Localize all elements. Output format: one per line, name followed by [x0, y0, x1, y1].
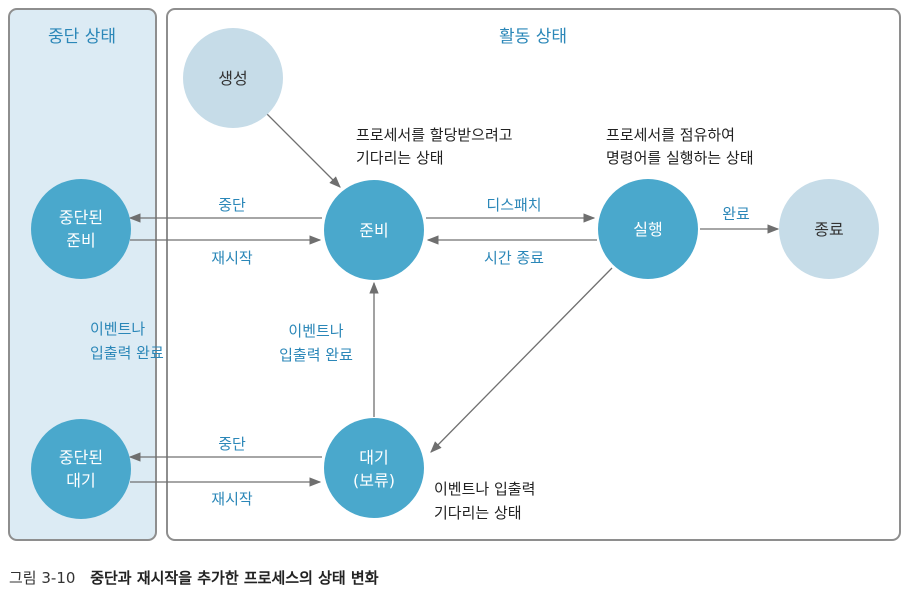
node-create: 생성 — [183, 28, 283, 128]
figure-caption: 그림 3-10 중단과 재시작을 추가한 프로세스의 상태 변화 — [9, 569, 379, 587]
figure-caption-text: 중단과 재시작을 추가한 프로세스의 상태 변화 — [90, 569, 379, 587]
label-ready-suspend: 중단 — [218, 196, 246, 214]
edge-create-to-ready — [264, 111, 341, 188]
label-dispatch: 디스패치 — [486, 196, 541, 214]
node-running: 실행 — [598, 179, 698, 279]
note-running-line2: 명령어를 실행하는 상태 — [606, 149, 754, 167]
node-suspended-ready-line1: 중단된 — [59, 208, 103, 227]
edge-running-to-blocked — [430, 267, 613, 453]
note-blocked-line2: 기다리는 상태 — [434, 504, 522, 522]
label-suspended-io-line1: 이벤트나 — [90, 320, 145, 338]
label-suspended-io-line2: 입출력 완료 — [90, 344, 164, 362]
node-ready-label: 준비 — [359, 221, 388, 240]
label-blocked-suspend: 중단 — [218, 435, 246, 453]
node-blocked-label-line1: 대기 — [359, 448, 388, 467]
note-blocked-line1: 이벤트나 입출력 — [434, 480, 535, 498]
note-running-line1: 프로세서를 점유하여 — [606, 126, 735, 144]
node-blocked: 대기 (보류) — [324, 418, 424, 518]
note-ready-line1: 프로세서를 할당받으려고 — [356, 126, 513, 144]
node-ready: 준비 — [324, 180, 424, 280]
node-running-label: 실행 — [633, 220, 662, 239]
note-ready-line2: 기다리는 상태 — [356, 149, 444, 167]
figure-caption-label: 그림 3-10 — [9, 569, 75, 587]
suspended-panel-title: 중단 상태 — [48, 27, 116, 47]
active-panel-title: 활동 상태 — [499, 27, 567, 47]
node-terminate: 종료 — [779, 179, 879, 279]
label-io-complete-line2: 입출력 완료 — [279, 346, 353, 364]
node-suspended-blocked-line2: 대기 — [66, 471, 95, 490]
label-ready-resume: 재시작 — [211, 249, 253, 267]
node-suspended-blocked: 중단된 대기 — [31, 419, 131, 519]
label-timeout: 시간 종료 — [484, 249, 544, 267]
node-suspended-ready-line2: 준비 — [66, 231, 95, 250]
node-create-label: 생성 — [218, 69, 247, 88]
node-blocked-label-line2: (보류) — [353, 471, 395, 490]
label-blocked-resume: 재시작 — [211, 490, 253, 508]
active-state-panel — [166, 8, 901, 541]
label-io-complete-line1: 이벤트나 — [288, 322, 343, 340]
node-suspended-blocked-line1: 중단된 — [59, 448, 103, 467]
node-suspended-ready: 중단된 준비 — [31, 179, 131, 279]
label-complete: 완료 — [722, 205, 750, 223]
node-terminate-label: 종료 — [814, 220, 843, 239]
